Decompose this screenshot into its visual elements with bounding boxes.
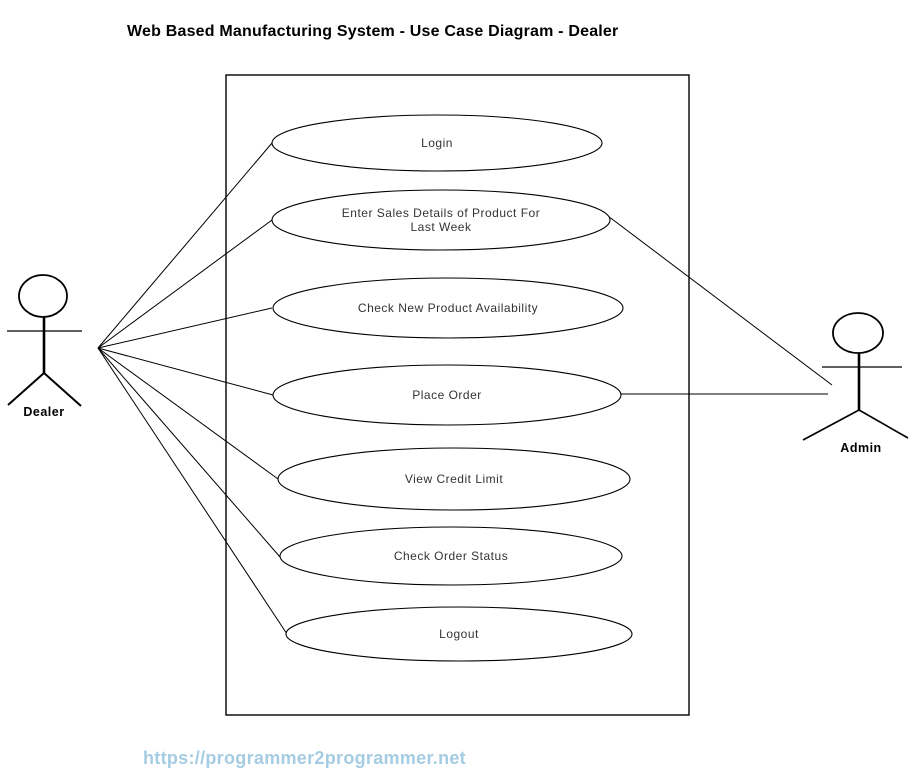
system-boundary (225, 74, 690, 716)
association-dealer-credit (97, 347, 279, 480)
association-dealer-login (97, 142, 273, 349)
admin-right-leg (858, 409, 909, 439)
association-dealer-order (97, 347, 274, 396)
actor-label-dealer: Dealer (23, 405, 65, 419)
page-title: Web Based Manufacturing System - Use Cas… (127, 23, 619, 40)
use-case-ellipse-order (272, 364, 622, 426)
use-case-ellipse-sales (271, 189, 611, 251)
use-case-ellipse-credit (277, 447, 631, 511)
footer-link[interactable]: https://programmer2programmer.net (143, 748, 466, 768)
use-case-ellipses (271, 114, 633, 662)
dealer-left-leg (7, 372, 45, 406)
use-case-label-sales: Enter Sales Details of Product For Last … (341, 206, 541, 234)
use-case-label-order: Place Order (412, 388, 482, 402)
use-case-label-status: Check Order Status (393, 549, 509, 563)
actor-admin-figure (802, 312, 909, 441)
dealer-head (18, 274, 68, 318)
association-dealer-logout (97, 347, 288, 635)
use-case-label-login: Login (421, 136, 453, 150)
dealer-association-lines (97, 142, 288, 635)
use-case-ellipse-login (271, 114, 603, 172)
dealer-right-leg (43, 372, 82, 407)
association-dealer-sales (97, 219, 273, 349)
use-case-label-credit: View Credit Limit (404, 472, 504, 486)
admin-association-lines (603, 212, 833, 395)
use-case-label-availability: Check New Product Availability (357, 301, 539, 315)
use-case-label-logout: Logout (439, 627, 479, 641)
actor-label-admin: Admin (840, 441, 882, 455)
association-dealer-status (97, 347, 281, 558)
actor-dealer-figure (7, 274, 82, 407)
association-admin-sales (603, 212, 833, 386)
admin-left-leg (802, 409, 860, 441)
use-case-ellipse-availability (272, 277, 624, 339)
use-case-ellipse-logout (285, 606, 633, 662)
association-dealer-availability (97, 307, 273, 349)
admin-head (832, 312, 884, 354)
use-case-ellipse-status (279, 526, 623, 586)
